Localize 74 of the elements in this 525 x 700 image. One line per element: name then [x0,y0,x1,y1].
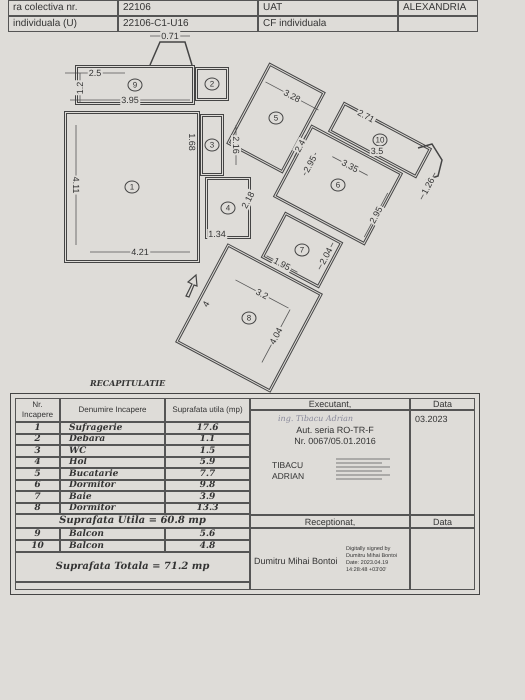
table-cell: ra colectiva nr. [8,0,118,16]
table-cell: 9.8 [165,480,250,491]
table-cell: 5 [15,468,60,480]
dimension-label: 4.11 [71,176,81,194]
table-cell: CF individuala [258,16,398,32]
table-cell: Data [410,515,475,528]
table-cell: Balcon [60,540,165,552]
table-cell: 1.1 [165,434,250,445]
table-cell: 22106-C1-U16 [118,16,258,32]
authorization-text: Nr. 0067/05.01.2016 [293,436,377,447]
table-cell: Dormitor [60,502,165,514]
room-number: 1 [124,180,140,194]
room-number: 6 [330,178,346,192]
table-cell: 2 [15,434,60,445]
table-cell: 3.9 [165,491,250,502]
dimension-label: 1.34 [207,229,227,239]
table-cell: Data [410,398,475,410]
table-cell: Baie [60,491,165,502]
dimension-label: 3.5 [370,146,384,156]
table-cell: 8 [15,502,60,514]
table-cell: Sufragerie [60,422,165,434]
table-cell: 1.5 [165,445,250,456]
table-cell: individuala (U) [8,16,118,32]
table-cell: 22106 [118,0,258,16]
table-cell: Executant, [250,398,410,410]
authorization-text: Aut. seria RO-TR-F [295,425,375,436]
room-number: 4 [220,202,236,214]
table-cell: 5.9 [165,456,250,468]
table-cell: 17.6 [165,422,250,434]
handwritten-signature: ing. Tibacu Adrian [278,414,354,423]
room-number: 2 [204,78,220,90]
table-cell: 5.6 [165,528,250,540]
table-cell: 7 [15,491,60,502]
table-cell: Nr. Incapere [15,398,60,422]
table-cell: 3 [15,445,60,456]
table-cell: Bucatarie [60,468,165,480]
room-number: 3 [204,138,220,152]
dimension-label: 2.5 [88,68,102,78]
table-cell: 7.7 [165,468,250,480]
table-cell: Balcon [60,528,165,540]
signer-name: Dumitru Mihai Bontoi [254,556,338,566]
dimension-label: 4.21 [130,247,150,257]
table-title: RECAPITULATIE [90,378,166,388]
table-cell: ALEXANDRIA [398,0,478,16]
room-number: 7 [294,244,310,256]
table-cell: 9 [15,528,60,540]
signer-name: TIBACU ADRIAN [272,460,306,482]
table-cell: 1 [15,422,60,434]
table-cell: UAT [258,0,398,16]
table-cell: Suprafata Utila = 60.8 mp [15,514,250,528]
table-cell: Dormitor [60,480,165,491]
table-cell: Hol [60,456,165,468]
table-cell: 4.8 [165,540,250,552]
dimension-label: 2.16 [231,135,241,155]
table-cell: Suprafata Totala = 71.2 mp [15,552,250,582]
table-cell: WC [60,445,165,456]
table-cell: 4 [15,456,60,468]
room-number: 5 [268,112,284,124]
dimension-label: 1.68 [187,132,197,152]
date-text: 03.2023 [415,414,448,424]
table-cell: 6 [15,480,60,491]
dimension-label: 0.71 [160,31,180,41]
table-cell: 10 [15,540,60,552]
room-number: 9 [128,78,142,92]
table-cell: Debara [60,434,165,445]
room-outline [200,114,224,176]
table-cell: Suprafata utila (mp) [165,398,250,422]
table-cell: Receptionat, [250,515,410,528]
dimension-label: 3.95 [120,95,140,105]
table-cell: Denumire Incapere [60,398,165,422]
dimension-label: 1.2 [75,80,85,96]
table-cell: 13.3 [165,502,250,514]
room-outline [195,67,229,101]
room-number: 8 [242,312,256,324]
